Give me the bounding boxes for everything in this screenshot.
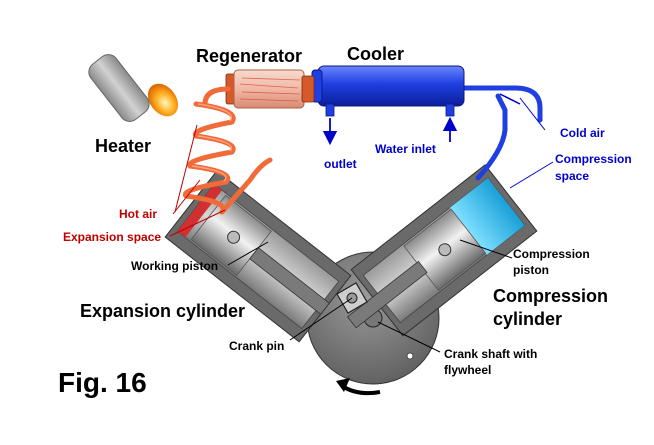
compression-space	[449, 178, 525, 255]
expansion-space	[177, 184, 223, 238]
label-expansion-cylinder: Expansion cylinder	[80, 301, 245, 321]
label-regenerator: Regenerator	[196, 46, 302, 66]
heater-coil	[182, 86, 273, 215]
label-water-inlet: Water inlet	[375, 142, 436, 156]
label-working-piston: Working piston	[131, 259, 218, 273]
regenerator	[225, 69, 315, 109]
label-compression-space-line1: Compression	[555, 152, 632, 166]
label-compression-cylinder-line1: Compression	[493, 286, 608, 306]
label-heater: Heater	[95, 136, 151, 156]
label-cold-air: Cold air	[560, 126, 605, 140]
leader-lines	[169, 97, 554, 353]
cooler	[311, 65, 465, 117]
label-compression-piston-line1: Compression	[513, 247, 590, 261]
label-hot-air: Hot air	[119, 207, 157, 221]
label-crank-pin: Crank pin	[229, 339, 284, 353]
rotation-arrow-icon	[336, 378, 381, 396]
cooler-outlet-stub	[325, 103, 335, 117]
burner-flame-icon	[88, 54, 179, 122]
label-compression-piston-line2: piston	[513, 263, 549, 277]
cold-air-pipe	[459, 85, 543, 181]
label-outlet: outlet	[324, 157, 357, 171]
label-cooler: Cooler	[347, 44, 404, 64]
expansion-cylinder	[164, 170, 352, 343]
label-crank-shaft-line2: flywheel	[444, 363, 491, 377]
compression-cylinder	[346, 164, 538, 337]
label-compression-cylinder-line2: cylinder	[493, 309, 562, 329]
label-compression-space-line2: space	[555, 169, 589, 183]
cooler-inlet-stub	[445, 103, 455, 117]
label-crank-shaft-line1: Crank shaft with	[444, 347, 537, 361]
figure-number: Fig. 16	[58, 367, 147, 398]
label-expansion-space: Expansion space	[63, 230, 161, 244]
